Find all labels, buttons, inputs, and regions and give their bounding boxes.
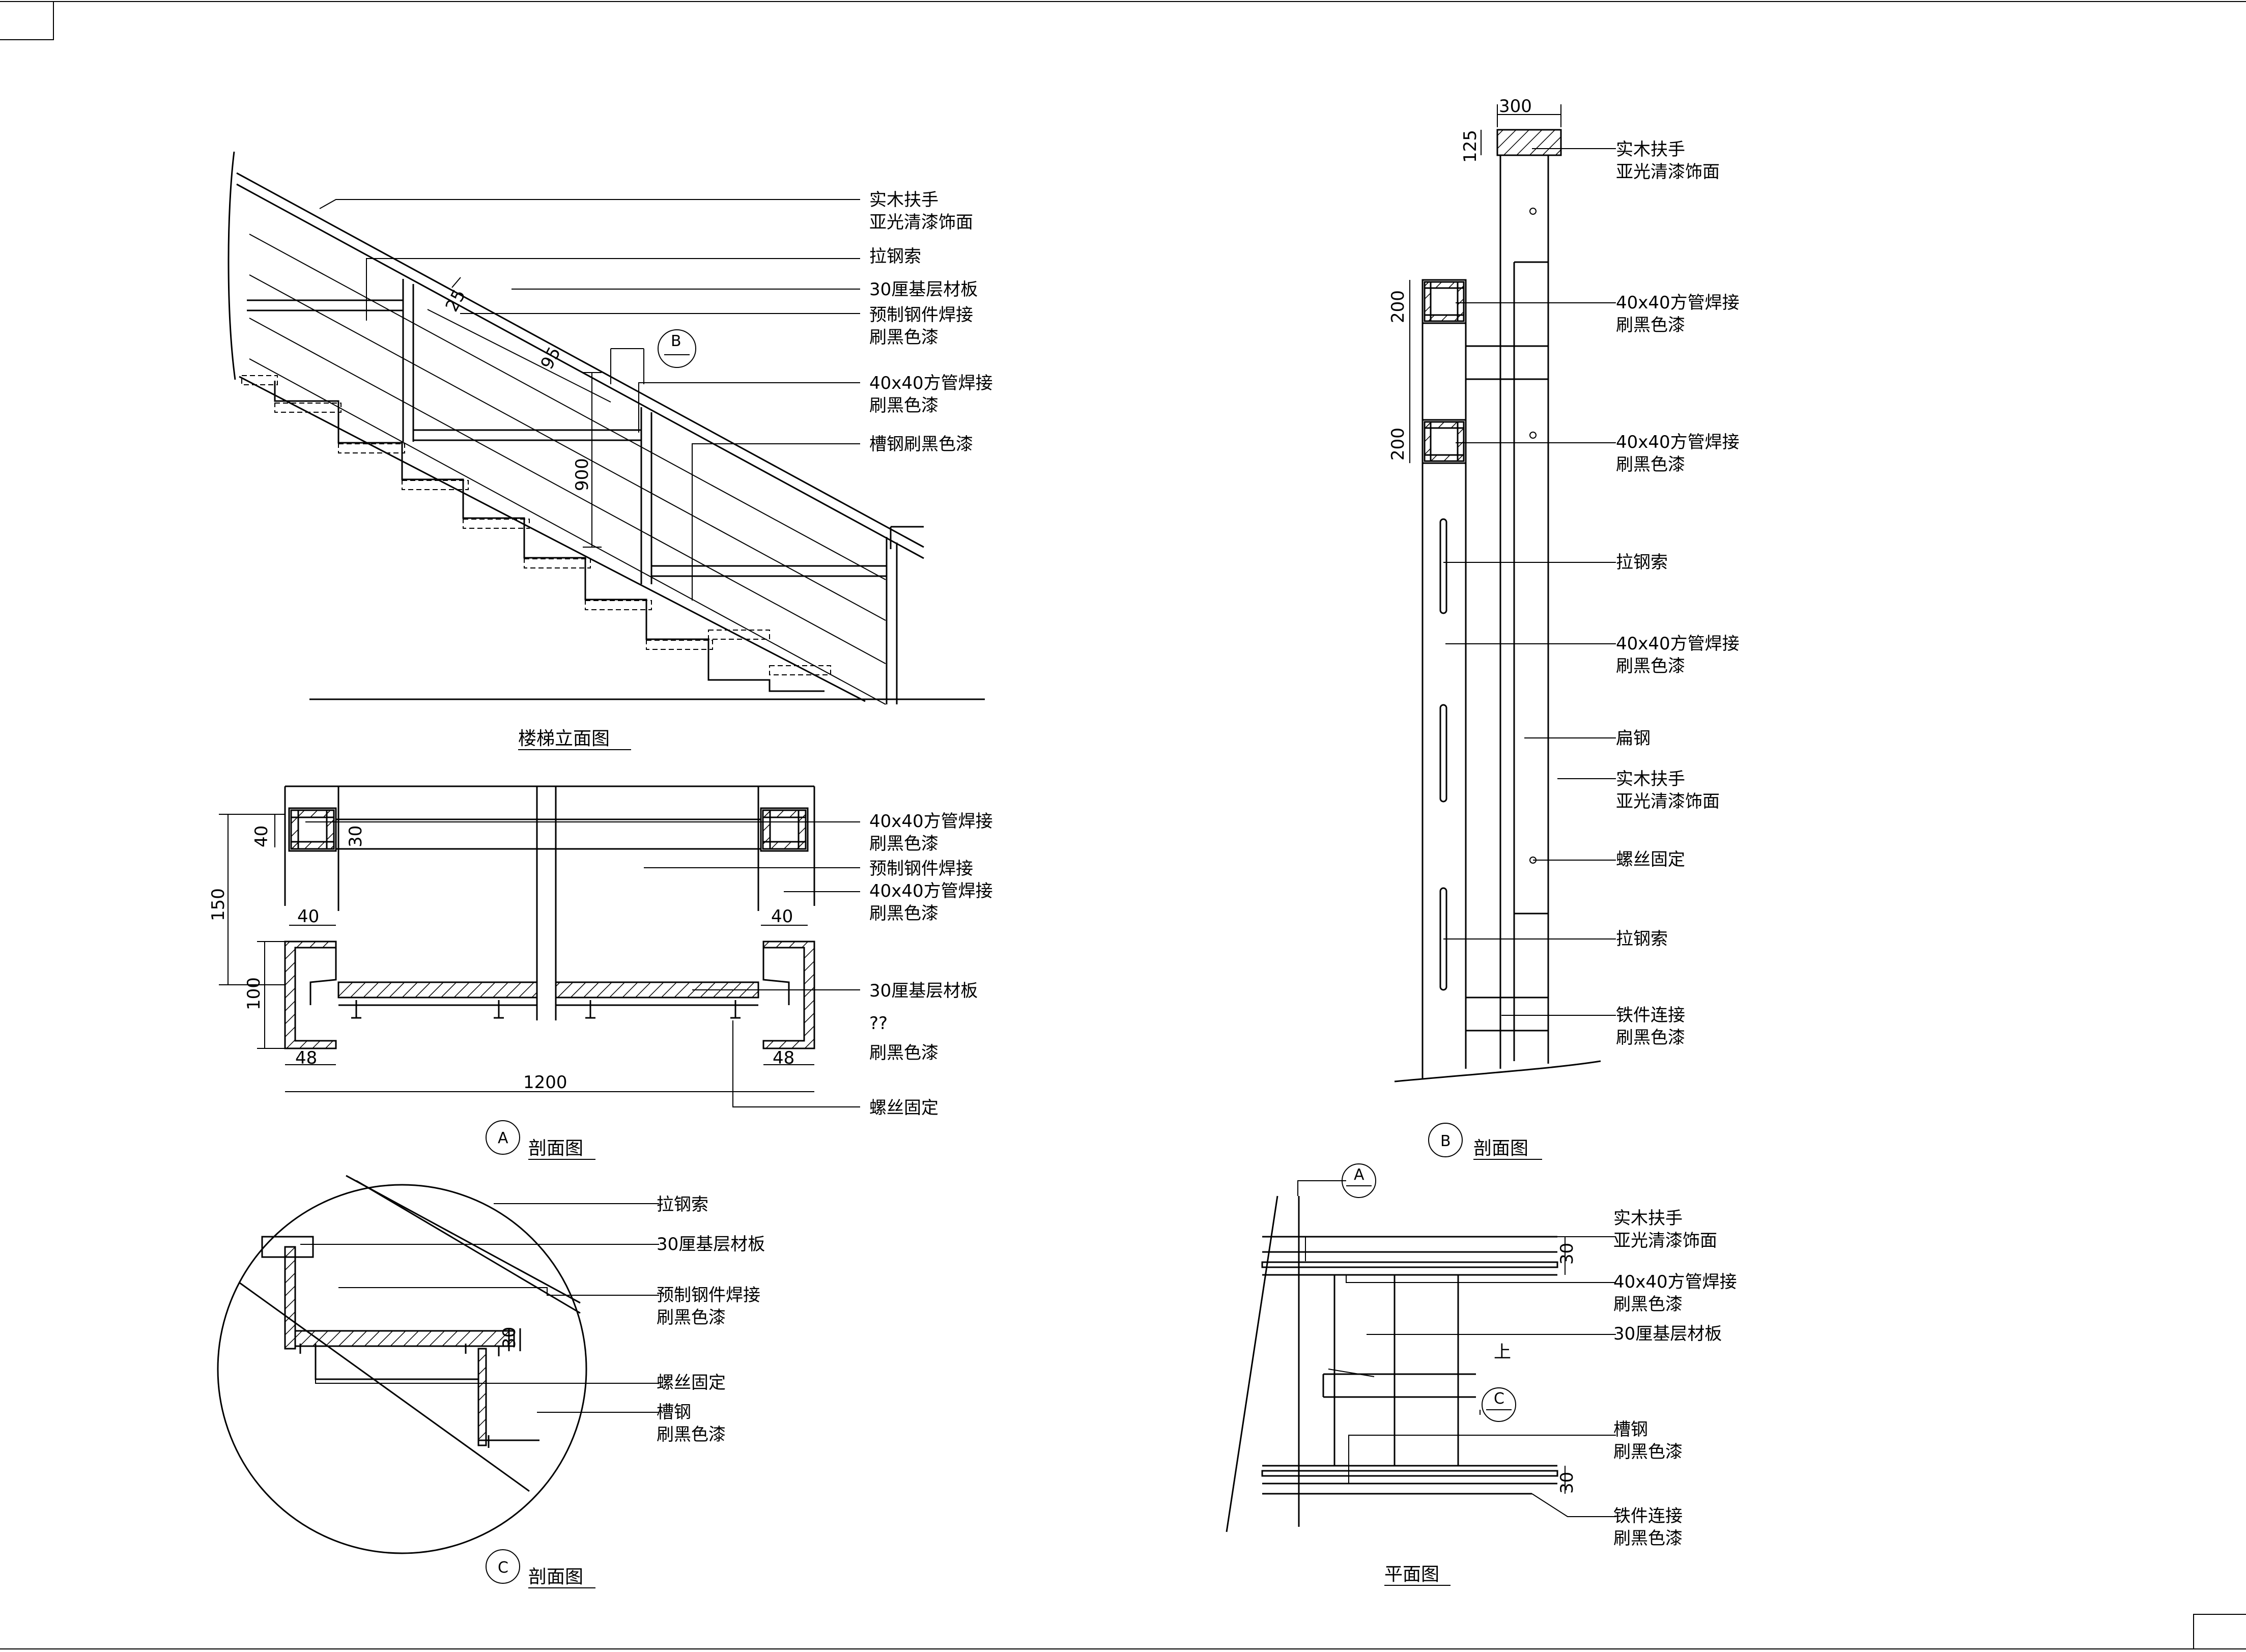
callout-p-iron: 铁件连接刷黑色漆 xyxy=(1613,1506,1683,1549)
plan-title: 平面图 xyxy=(1384,1564,1439,1585)
tag-p-a: A xyxy=(1354,1166,1364,1184)
callout-b-flat: 扁钢 xyxy=(1616,728,1651,749)
dim-a-40r: 40 xyxy=(771,906,793,927)
callout-handrail: 实木扶手亚光清漆饰面 xyxy=(869,190,973,233)
dim-c-30: 30 xyxy=(499,1327,520,1349)
stair-elevation xyxy=(228,151,985,705)
callout-b-handrail2: 实木扶手亚光清漆饰面 xyxy=(1616,769,1720,812)
section-b xyxy=(1394,104,1616,1157)
callout-b-tube2: 40x40方管焊接刷黑色漆 xyxy=(1616,432,1740,475)
dim-25: 25 xyxy=(442,286,470,315)
section-c-labels: 拉钢索 30厘基层材板 预制钢件焊接刷黑色漆 螺丝固定 槽钢刷黑色漆 30 C … xyxy=(498,1194,765,1588)
callout-c-screw: 螺丝固定 xyxy=(657,1373,726,1393)
callout-steel-part: 预制钢件焊接刷黑色漆 xyxy=(869,305,973,348)
section-c-title: 剖面图 xyxy=(528,1566,583,1587)
dim-b-300: 300 xyxy=(1499,96,1532,117)
section-c xyxy=(217,1175,659,1584)
callout-p-tube: 40x40方管焊接刷黑色漆 xyxy=(1613,1272,1737,1315)
section-a xyxy=(219,785,860,1155)
callout-p-board: 30厘基层材板 xyxy=(1613,1324,1722,1344)
tag-b: B xyxy=(671,332,681,350)
callout-a-part: 预制钢件焊接 xyxy=(869,859,973,879)
section-b-labels: 实木扶手亚光清漆饰面 40x40方管焊接刷黑色漆 40x40方管焊接刷黑色漆 拉… xyxy=(1388,96,1740,1160)
callout-board: 30厘基层材板 xyxy=(869,279,978,300)
callout-c-part: 预制钢件焊接刷黑色漆 xyxy=(657,1285,760,1328)
callout-b-handrail: 实木扶手亚光清漆饰面 xyxy=(1616,139,1720,182)
tag-c: C xyxy=(498,1559,508,1577)
callout-p-channel: 槽钢刷黑色漆 xyxy=(1613,1419,1683,1462)
dim-a-40l: 40 xyxy=(297,906,319,927)
callout-a-paint: 刷黑色漆 xyxy=(869,1043,939,1063)
dim-a-30: 30 xyxy=(346,825,366,847)
callout-b-cable1: 拉钢索 xyxy=(1616,552,1668,573)
dim-b-200b: 200 xyxy=(1388,428,1408,461)
dim-a-1200: 1200 xyxy=(523,1072,567,1093)
tag-p-c: C xyxy=(1494,1390,1504,1408)
plan-labels: 实木扶手亚光清漆饰面 40x40方管焊接刷黑色漆 30厘基层材板 槽钢刷黑色漆 … xyxy=(1354,1166,1737,1586)
elevation-title: 楼梯立面图 xyxy=(518,728,610,749)
section-b-title: 剖面图 xyxy=(1473,1138,1528,1159)
stair-treads xyxy=(241,375,831,692)
dim-a-48r: 48 xyxy=(773,1048,794,1068)
dim-b-125: 125 xyxy=(1460,130,1481,163)
dim-p-30a: 30 xyxy=(1557,1243,1577,1265)
dim-a-100: 100 xyxy=(244,977,264,1010)
callout-cable: 拉钢索 xyxy=(869,246,921,267)
tag-a: A xyxy=(498,1129,508,1147)
callout-b-screw: 螺丝固定 xyxy=(1616,849,1685,870)
dim-a-150: 150 xyxy=(208,888,229,921)
callout-b-tube1: 40x40方管焊接刷黑色漆 xyxy=(1616,293,1740,335)
callout-a-tube: 40x40方管焊接刷黑色漆 xyxy=(869,811,993,854)
callout-p-handrail: 实木扶手亚光清漆饰面 xyxy=(1613,1208,1717,1251)
callout-square-tube: 40x40方管焊接刷黑色漆 xyxy=(869,373,993,416)
callout-b-tube3: 40x40方管焊接刷黑色漆 xyxy=(1616,634,1740,676)
callout-c-board: 30厘基层材板 xyxy=(657,1234,765,1255)
callout-a-unknown: ?? xyxy=(869,1013,888,1034)
callout-a-screw: 螺丝固定 xyxy=(869,1098,939,1118)
up-label: 上 xyxy=(1494,1342,1511,1362)
tag-b2: B xyxy=(1440,1132,1451,1150)
callout-a-tube2: 40x40方管焊接刷黑色漆 xyxy=(869,881,993,924)
dim-900: 900 xyxy=(572,458,592,491)
callout-channel: 槽钢刷黑色漆 xyxy=(869,434,973,454)
callout-c-cable: 拉钢索 xyxy=(657,1194,708,1215)
callout-c-channel: 槽钢刷黑色漆 xyxy=(657,1402,726,1445)
callout-b-cable2: 拉钢索 xyxy=(1616,929,1668,949)
elevation-labels: 实木扶手亚光清漆饰面 拉钢索 30厘基层材板 预制钢件焊接刷黑色漆 40x40方… xyxy=(442,190,993,750)
callout-a-board: 30厘基层材板 xyxy=(869,981,978,1001)
section-a-title: 剖面图 xyxy=(528,1138,583,1159)
plan-view xyxy=(1226,1163,1616,1532)
section-a-labels: 40x40方管焊接刷黑色漆 预制钢件焊接 40x40方管焊接刷黑色漆 30厘基层… xyxy=(208,811,993,1160)
dim-a-40v: 40 xyxy=(251,825,272,847)
callout-b-iron: 铁件连接刷黑色漆 xyxy=(1616,1005,1685,1048)
dim-a-48l: 48 xyxy=(295,1048,317,1068)
dim-p-30b: 30 xyxy=(1557,1472,1577,1494)
dim-b-200a: 200 xyxy=(1388,290,1408,323)
dim-95: 95 xyxy=(537,344,565,373)
